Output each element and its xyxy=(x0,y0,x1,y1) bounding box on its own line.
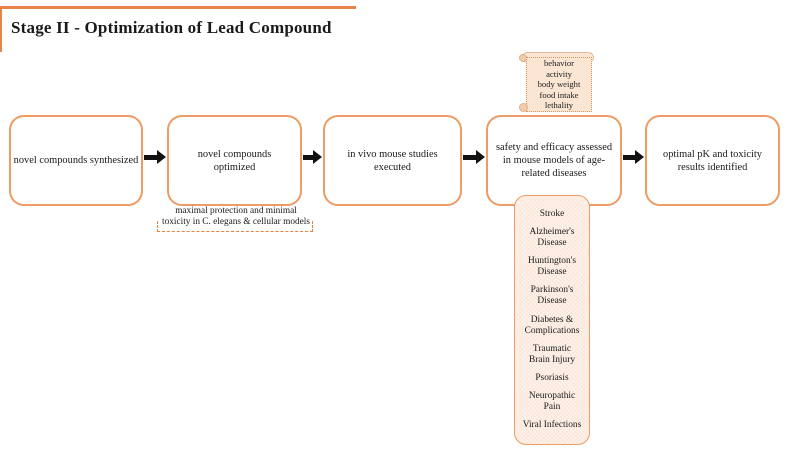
flow-arrow-icon xyxy=(144,150,166,164)
flow-step-label: optimal pK and toxicity results identifi… xyxy=(663,148,762,173)
optimization-note-dashed-border xyxy=(157,221,313,232)
arrow-shaft xyxy=(303,154,313,160)
arrow-head xyxy=(635,150,644,164)
disease-item-alzheimers: Alzheimer's Disease xyxy=(529,227,575,249)
arrow-head xyxy=(313,150,322,164)
arrow-head xyxy=(476,150,485,164)
scroll-line: body weight xyxy=(537,79,581,90)
scroll-line: behavior xyxy=(543,58,575,69)
page-title: Stage II - Optimization of Lead Compound xyxy=(11,18,332,37)
flow-step-label: in vivo mouse studies executed xyxy=(347,148,438,173)
disease-item-psoriasis: Psoriasis xyxy=(535,372,569,383)
disease-item-parkinsons: Parkinson's Disease xyxy=(530,285,574,307)
disease-item-viral-infections: Viral Infections xyxy=(522,420,582,430)
flow-step-novel-compounds-optimized: novel compounds optimized xyxy=(167,115,302,206)
disease-item-neuropathic-pain: Neuropathic Pain xyxy=(528,390,576,412)
disease-item-diabetes: Diabetes & Complications xyxy=(524,314,580,336)
flow-step-safety-efficacy-assessed: safety and efficacy assessed in mouse mo… xyxy=(486,115,622,206)
flow-step-label: safety and efficacy assessed in mouse mo… xyxy=(495,142,613,179)
flow-step-in-vivo-mouse-studies: in vivo mouse studies executed xyxy=(323,115,462,206)
scroll-line: food intake xyxy=(539,89,579,100)
disease-list: Stroke Alzheimer's Disease Huntington's … xyxy=(514,195,590,445)
scroll-body: behavior activity body weight food intak… xyxy=(526,57,592,112)
flow-step-optimal-pk-toxicity: optimal pK and toxicity results identifi… xyxy=(645,115,780,206)
disease-item-huntingtons: Huntington's Disease xyxy=(527,256,577,278)
flow-step-label: novel compounds optimized xyxy=(197,148,272,173)
arrow-shaft xyxy=(144,154,157,160)
optimization-note: maximal protection and minimal toxicity … xyxy=(162,206,310,227)
flow-step-label: novel compounds synthesized xyxy=(13,155,139,166)
disease-item-traumatic-brain-injury: Traumatic Brain Injury xyxy=(528,343,576,365)
flow-arrow-icon xyxy=(623,150,644,164)
arrow-shaft xyxy=(463,154,476,160)
flow-arrow-icon xyxy=(463,150,485,164)
scroll-curl-bottom xyxy=(519,103,528,112)
arrow-head xyxy=(157,150,166,164)
scroll-annotation: behavior activity body weight food intak… xyxy=(519,52,595,113)
title-top-rule xyxy=(0,6,356,9)
flow-arrow-icon xyxy=(303,150,322,164)
scroll-line: activity xyxy=(546,68,572,79)
title-left-rule xyxy=(0,6,2,52)
arrow-shaft xyxy=(623,154,635,160)
disease-item-stroke: Stroke xyxy=(539,209,565,219)
flow-step-novel-compounds-synthesized: novel compounds synthesized xyxy=(9,115,143,206)
scroll-line: lethality xyxy=(544,100,574,111)
